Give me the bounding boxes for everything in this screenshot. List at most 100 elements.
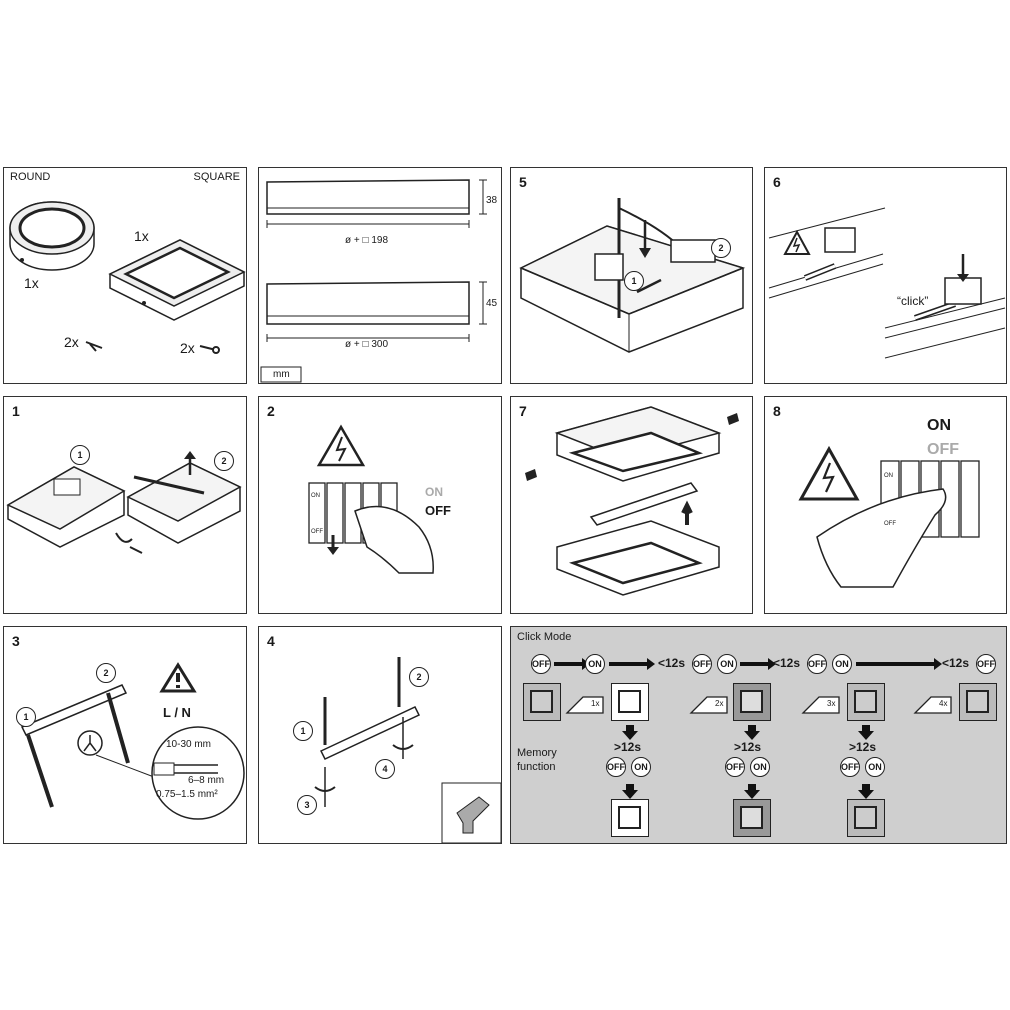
step-8-number: 8 <box>773 403 781 419</box>
step-5-number: 5 <box>519 174 527 190</box>
step-5-drawing <box>519 198 746 353</box>
press-count-3: 3x <box>827 699 836 708</box>
lamp-level-2 <box>733 683 771 721</box>
arrow-4 <box>856 658 942 670</box>
down-arrow-1 <box>622 725 638 740</box>
gt12-label-3: >12s <box>849 740 877 754</box>
panel-step-6: 6 “click” <box>764 167 1007 384</box>
dim-height-large: 45 <box>486 298 498 309</box>
step-2-number: 2 <box>267 403 275 419</box>
press-count-2: 2x <box>715 699 724 708</box>
dim-width-large: ø + □ 300 <box>345 339 389 350</box>
dimensions-drawing <box>260 179 487 383</box>
step-3-number: 3 <box>12 633 20 649</box>
memory-off-3: OFF <box>840 757 860 777</box>
arrow-1 <box>554 658 590 670</box>
click-sound-label: “click” <box>897 294 929 308</box>
memory-on-3: ON <box>865 757 885 777</box>
panel-contents: ROUND SQUARE 1x 1x 2x 2x <box>3 167 247 384</box>
down-arrow-2 <box>744 725 760 740</box>
step-8-switch-on: ON <box>884 473 893 479</box>
function-label: function <box>517 761 556 773</box>
memory-lamp-1 <box>611 799 649 837</box>
panel-step-3: 3 1 2 L / N 10-30 mm 6–8 mm 0.75–1.5 mm² <box>3 626 247 844</box>
lamp-off-end <box>959 683 997 721</box>
memory-off-2: OFF <box>725 757 745 777</box>
gt12-label-1: >12s <box>614 740 642 754</box>
step-3-drawing <box>20 662 245 820</box>
step-1-callout-1: 1 <box>70 445 90 465</box>
arrow-2 <box>609 658 655 670</box>
down-arrow-6 <box>858 784 874 799</box>
step-6-number: 6 <box>773 174 781 190</box>
state-off-end: OFF <box>976 654 996 674</box>
qty-square: 1x <box>134 228 149 244</box>
step-4-callout-1: 1 <box>293 721 313 741</box>
down-arrow-3 <box>858 725 874 740</box>
lt12-label-2: <12s <box>773 656 801 670</box>
step-2-drawing <box>308 424 434 574</box>
memory-lamp-2 <box>733 799 771 837</box>
panel-dimensions: 38 ø + □ 198 45 ø + □ 300 mm <box>258 167 502 384</box>
step-7-number: 7 <box>519 403 527 419</box>
step-4-callout-3: 3 <box>297 795 317 815</box>
press-count-4: 4x <box>939 699 948 708</box>
step-2-switch-off: OFF <box>311 529 323 535</box>
panel-step-5: 5 1 2 <box>510 167 753 384</box>
memory-off-1: OFF <box>606 757 626 777</box>
dim-height-small: 38 <box>486 195 498 206</box>
square-label: SQUARE <box>193 171 240 183</box>
arrow-3 <box>740 658 776 670</box>
lt12-label-1: <12s <box>658 656 686 670</box>
unit-label: mm <box>273 369 290 380</box>
state-off-2: OFF <box>692 654 712 674</box>
strip-length-label: 10-30 mm <box>166 739 212 750</box>
press-count-1: 1x <box>591 699 600 708</box>
panel-step-8: 8 ON OFF ON OFF <box>764 396 1007 614</box>
lamp-level-1 <box>611 683 649 721</box>
click-mode-title: Click Mode <box>517 631 572 643</box>
step-4-drawing <box>314 657 501 843</box>
panel-step-4: 4 1 2 3 4 <box>258 626 502 844</box>
live-neutral-label: L / N <box>163 705 191 720</box>
state-off-3: OFF <box>807 654 827 674</box>
state-off-start: OFF <box>531 654 551 674</box>
gt12-label-2: >12s <box>734 740 762 754</box>
panel-click-mode: Click Mode OFF ON <12s OFF ON <12s OFF O… <box>510 626 1007 844</box>
round-label: ROUND <box>10 171 51 183</box>
contents-drawing <box>9 201 246 354</box>
step-4-callout-2: 2 <box>409 667 429 687</box>
state-on-2: ON <box>717 654 737 674</box>
step-1-callout-2: 2 <box>214 451 234 471</box>
step-3-callout-2: 2 <box>96 663 116 683</box>
step-2-switch-on: ON <box>311 493 320 499</box>
memory-lamp-3 <box>847 799 885 837</box>
panel-step-2: 2 ON OFF ON OFF <box>258 396 502 614</box>
panel-step-1: 1 1 2 <box>3 396 247 614</box>
state-on-1: ON <box>585 654 605 674</box>
step-5-callout-2: 2 <box>711 238 731 258</box>
step-3-callout-1: 1 <box>16 707 36 727</box>
qty-round: 1x <box>24 275 39 291</box>
lt12-label-3: <12s <box>942 656 970 670</box>
screws-square-qty: 2x <box>180 340 195 356</box>
lamp-off-start <box>523 683 561 721</box>
step-2-on-label: ON <box>425 485 443 499</box>
memory-on-1: ON <box>631 757 651 777</box>
step-6-drawing <box>768 207 1006 359</box>
step-2-off-label: OFF <box>425 503 451 518</box>
step-8-drawing <box>798 445 980 588</box>
step-7-drawing <box>525 406 739 596</box>
screws-round-qty: 2x <box>64 334 79 350</box>
step-5-callout-1: 1 <box>624 271 644 291</box>
lamp-level-3 <box>847 683 885 721</box>
memory-label: Memory <box>517 747 557 759</box>
panel-step-7: 7 <box>510 396 753 614</box>
dim-width-small: ø + □ 198 <box>345 235 389 246</box>
step-1-number: 1 <box>12 403 20 419</box>
step-4-number: 4 <box>267 633 275 649</box>
step-8-off-label: OFF <box>927 441 959 458</box>
memory-on-2: ON <box>750 757 770 777</box>
cross-section-label: 0.75–1.5 mm² <box>156 789 218 800</box>
step-1-drawing <box>6 451 242 554</box>
